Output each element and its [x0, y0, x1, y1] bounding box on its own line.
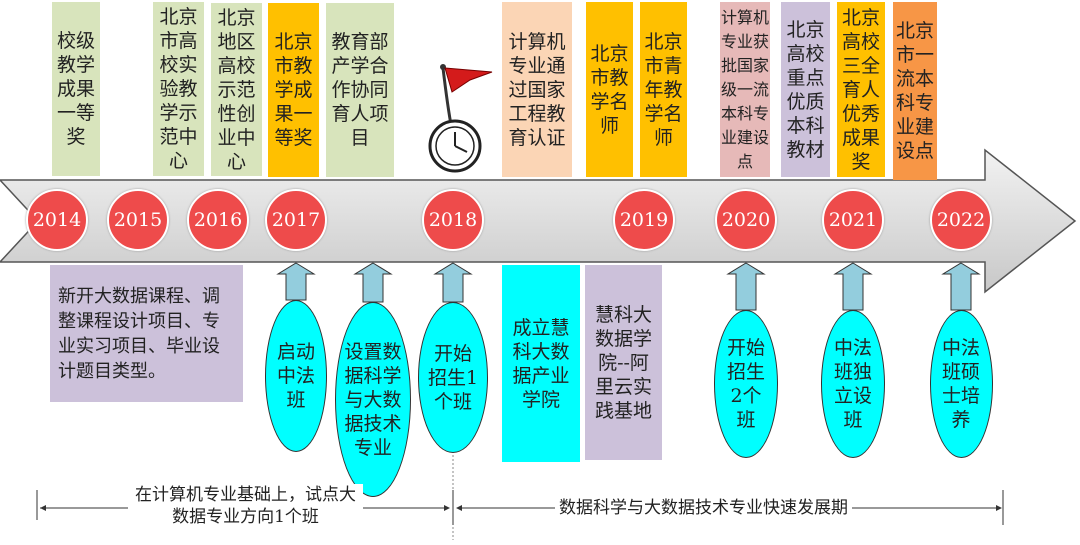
year-marker: 2018: [422, 189, 484, 251]
aliyun-base-box: 慧科大数据学院--阿里云实践基地: [585, 265, 662, 460]
achievement-box: 计算机专业获批国家级一流本科专业建设点: [720, 2, 770, 177]
achievement-box: 校级教学成果一等奖: [52, 2, 100, 176]
achievement-box: 北京市一流本科专业建设点: [893, 2, 937, 180]
milestone-ellipse: 开始招生2个班: [714, 310, 778, 458]
period-first-label: 在计算机专业基础上，试点大数据专业方向1个班: [128, 484, 363, 528]
year-marker: 2021: [822, 189, 884, 251]
up-arrow-icon: [433, 262, 473, 303]
up-arrow-icon: [833, 262, 873, 311]
year-marker: 2022: [930, 189, 992, 251]
milestone-ellipse: 设置数据科学与大数据技术专业: [335, 302, 411, 497]
year-marker: 2017: [265, 189, 327, 251]
achievement-box: 北京市高校实验教学示范中心: [153, 2, 204, 176]
college-box: 成立慧科大数据产业学院: [502, 265, 580, 462]
achievement-box: 北京高校三全育人优秀成果奖: [837, 2, 885, 177]
achievement-box: 计算机专业通过国家工程教育认证: [502, 2, 572, 177]
courses-box: 新开大数据课程、调整课程设计项目、专业实习项目、毕业设计题目类型。: [50, 265, 243, 402]
achievement-box: 北京市教学名师: [586, 2, 633, 177]
achievement-box: 北京市青年教学名师: [640, 2, 687, 177]
year-marker: 2019: [613, 189, 675, 251]
achievement-box: 北京市教学成果一等奖: [268, 3, 319, 177]
milestone-ellipse: 中法班独立设班: [821, 310, 885, 458]
milestone-ellipse: 开始招生1个班: [418, 302, 488, 453]
year-marker: 2014: [26, 189, 88, 251]
up-arrow-icon: [353, 262, 393, 303]
flag-clock-icon: [428, 64, 493, 173]
achievement-box: 北京高校重点优质本科教材: [781, 2, 830, 177]
achievement-box: 教育部产学合作协同育人项目: [326, 3, 394, 177]
milestone-ellipse: 启动中法班: [265, 300, 327, 452]
year-marker: 2015: [107, 189, 169, 251]
period-second-label: 数据科学与大数据技术专业快速发展期: [555, 497, 852, 519]
year-marker: 2020: [715, 189, 777, 251]
up-arrow-icon: [726, 262, 766, 311]
achievement-box: 北京地区高校示范性创业中心: [211, 3, 262, 176]
up-arrow-icon: [276, 262, 316, 301]
up-arrow-icon: [941, 262, 981, 311]
milestone-ellipse: 中法班硕士培养: [929, 310, 993, 458]
year-marker: 2016: [187, 189, 249, 251]
